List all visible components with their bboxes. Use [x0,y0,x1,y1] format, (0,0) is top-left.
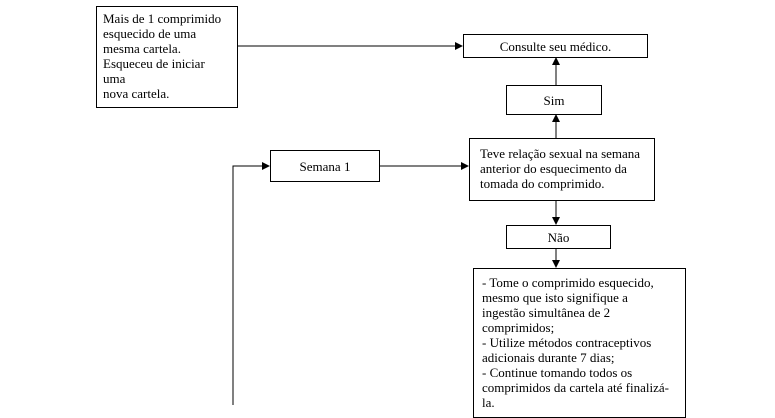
instructions-line-1: - Tome o comprimido esquecido, [482,275,654,290]
arrow-left-loop-to-week1 [232,162,270,405]
instructions-line-2: mesmo que isto signifique a [482,290,628,305]
instructions-line-9: la. [482,395,495,410]
connectors [232,42,560,405]
instructions-line-6: adicionais durante 7 dias; [482,350,615,365]
yes-box: Sim [506,85,602,115]
week1-box: Semana 1 [270,150,380,182]
missed-multiple-line-2: esquecido de uma [103,26,197,41]
missed-multiple-line-6: nova cartela. [103,86,170,101]
instructions-line-5: - Utilize métodos contraceptivos [482,335,652,350]
question-line-2: anterior do esquecimento da [480,161,627,176]
no-label: Não [547,229,570,245]
consult-doctor-label: Consulte seu médico. [499,38,612,54]
instructions-line-8: comprimidos da cartela até finalizá- [482,380,669,395]
question-box: Teve relação sexual na semana anterior d… [469,138,655,201]
question-line-3: tomada do comprimido. [480,176,605,191]
missed-multiple-line-3: mesma cartela. [103,41,181,56]
missed-multiple-line-4: Esqueceu de iniciar [103,56,205,71]
instructions-line-7: - Continue tomando todos os [482,365,633,380]
no-box: Não [506,225,611,249]
missed-multiple-box: Mais de 1 comprimido esquecido de uma me… [96,6,238,108]
question-line-1: Teve relação sexual na semana [480,146,641,161]
missed-multiple-line-1: Mais de 1 comprimido [103,11,222,26]
week1-label: Semana 1 [299,158,351,174]
instructions-line-4: comprimidos; [482,320,555,335]
consult-doctor-box: Consulte seu médico. [463,34,648,58]
yes-label: Sim [543,92,565,108]
missed-multiple-line-5: uma [103,71,126,86]
instructions-box: - Tome o comprimido esquecido, mesmo que… [473,268,686,418]
instructions-line-3: ingestão simultânea de 2 [482,305,611,320]
